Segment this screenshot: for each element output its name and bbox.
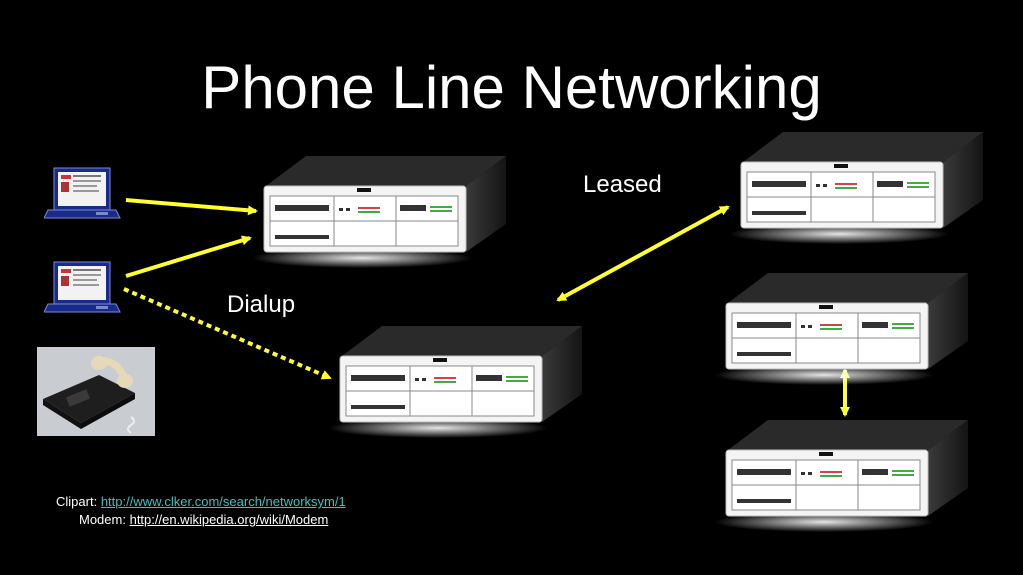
clipart-link[interactable]: http://www.clker.com/search/networksym/1	[100, 494, 346, 509]
dialup-dotted-arrow	[123, 287, 332, 380]
server-icon	[714, 273, 968, 385]
slide-title: Phone Line Networking	[201, 54, 822, 121]
modem-credit: Modem: http://en.wikipedia.org/wiki/Mode…	[79, 512, 328, 527]
modem-photo-icon	[37, 347, 155, 436]
server-icon	[714, 420, 968, 532]
laptop-icon	[44, 261, 121, 313]
modem-credit-prefix: Modem:	[79, 512, 126, 527]
laptop2-to-server-arrow	[125, 235, 252, 278]
dialup-label: Dialup	[227, 291, 296, 318]
leased-double-arrow	[556, 205, 730, 302]
laptop1-to-server-arrow	[125, 198, 258, 216]
leased-label: Leased	[583, 171, 662, 198]
server-icon	[729, 132, 983, 244]
clipart-credit-prefix: Clipart:	[56, 494, 98, 509]
modem-link[interactable]: http://en.wikipedia.org/wiki/Modem	[129, 512, 329, 527]
server-icon	[328, 326, 582, 438]
laptop-icon	[44, 167, 121, 219]
server-icon	[252, 156, 506, 268]
clipart-credit: Clipart: http://www.clker.com/search/net…	[56, 494, 346, 509]
